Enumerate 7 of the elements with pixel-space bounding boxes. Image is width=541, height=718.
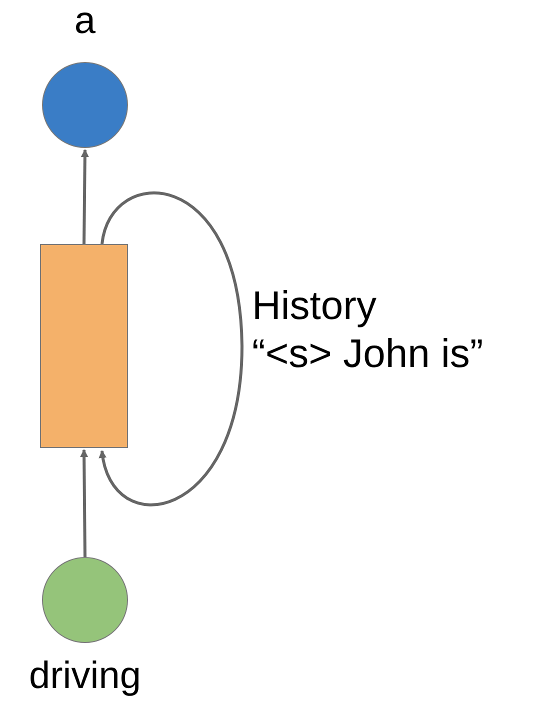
- arrow: [80, 449, 88, 558]
- arrow: [80, 149, 89, 244]
- edge-label: History “<s> John is”: [252, 283, 484, 378]
- node-label: driving: [28, 655, 142, 698]
- loop-arrow: [100, 192, 244, 506]
- process-box: [40, 244, 128, 448]
- node-label: a: [73, 0, 97, 43]
